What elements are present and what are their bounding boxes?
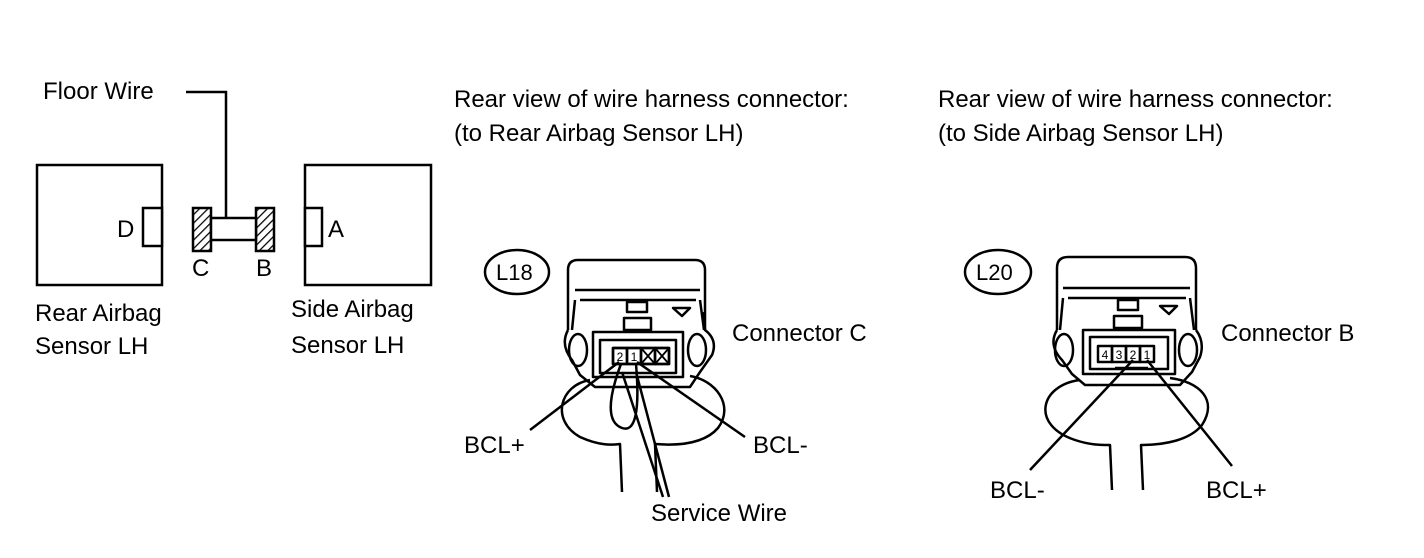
connector-c-label: C [192,255,210,282]
l18-heading-line2: (to Rear Airbag Sensor LH) [454,120,744,147]
l18-bcl-minus-leader [636,360,746,439]
l20-lock-slot [1112,314,1144,330]
l18-bcl-plus-leader [529,361,620,431]
connector-b-label: B [256,255,273,282]
floor-wire-harness [209,216,258,242]
l18-housing-sides [570,299,706,331]
l20-code-oval [963,248,1033,296]
l18-lock-slot [622,316,653,332]
l18-housing [566,258,707,330]
l18-terminal-frame-inner [598,338,678,375]
rear-sensor-label-line1: Rear Airbag [35,300,162,327]
l18-lock-tab [625,300,649,314]
l20-right-clip [1177,332,1199,368]
l20-bcl-minus-leader [1029,359,1134,471]
l18-right-clip [686,332,708,368]
l18-housing-inner-top [575,288,700,302]
l20-left-clip [1053,332,1075,368]
rear-sensor-label-line2: Sensor LH [35,333,149,360]
side-sensor-label-line1: Side Airbag [291,296,414,323]
side-sensor-label-line2: Sensor LH [291,332,405,359]
system-diagram [35,90,433,287]
l20-housing-body [1052,329,1204,387]
l18-left-clip [567,332,589,368]
l18-heading-line1: Rear view of wire harness connector: [454,86,849,113]
l20-housing-sides [1058,297,1196,331]
l18-code-label: L18 [496,260,533,285]
l20-heading-line1: Rear view of wire harness connector: [938,86,1333,113]
l18-terminal-4-cell [653,346,671,366]
l20-terminal-frame [1081,328,1177,376]
connector-c-block [191,206,213,253]
connector-l20-drawing [963,248,1233,491]
connector-d-tab [141,206,164,248]
connector-d-label: D [117,216,135,243]
connector-b-block [254,206,276,253]
l18-terminal-1-number: 1 [631,350,638,364]
l20-bcl-minus-label: BCL- [990,477,1045,504]
connector-a-label: A [328,216,345,243]
l20-lock-tab [1116,298,1140,312]
service-wire-label: Service Wire [651,500,788,527]
l18-bcl-minus-label: BCL- [753,432,808,459]
l20-bcl-plus-label: BCL+ [1206,477,1267,504]
connector-l18-drawing [483,248,746,498]
l18-key-triangle [671,306,692,318]
l18-housing-body [563,311,716,389]
l20-terminal-2-number: 2 [1130,348,1137,362]
l18-blanked-terminal-x [640,347,670,365]
l20-connector-name: Connector B [1221,320,1355,347]
l20-housing-inner-top [1063,286,1190,300]
l20-bcl-plus-leader [1146,359,1233,467]
connector-a-tab [303,206,324,248]
l20-key-triangle [1158,304,1179,316]
l18-bcl-plus-label: BCL+ [464,432,525,459]
l20-terminal-1-number: 1 [1144,348,1151,362]
l18-code-oval [483,248,551,296]
l20-harness-boot [1044,376,1210,491]
l18-service-wire-leader-1 [620,371,665,498]
l20-heading-line2: (to Side Airbag Sensor LH) [938,120,1224,147]
l20-terminal-3-number: 3 [1116,348,1123,362]
l18-harness-boot [560,374,726,493]
side-airbag-sensor-box [303,163,433,287]
l20-terminal-4-number: 4 [1102,348,1109,362]
l20-housing [1055,255,1198,330]
l18-terminal-2-number: 2 [617,350,624,364]
floor-wire-leader [186,90,228,218]
l20-terminal-1-cell [1138,344,1156,364]
l20-code-label: L20 [976,260,1013,285]
floor-wire-label: Floor Wire [43,78,154,105]
l18-service-wire-loop [609,363,639,430]
l18-service-wire-leader-2 [634,371,671,498]
l18-connector-name: Connector C [732,320,867,347]
